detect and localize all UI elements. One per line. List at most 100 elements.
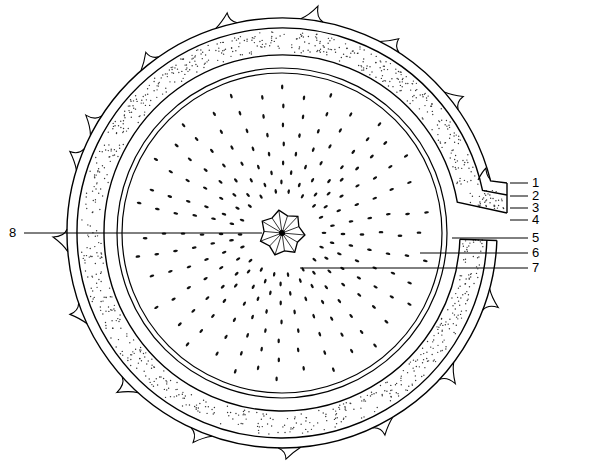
- stipple-dot: [478, 204, 479, 205]
- radial-dash: [234, 271, 239, 276]
- stipple-dot: [343, 403, 344, 404]
- stipple-dot: [366, 65, 367, 66]
- stipple-dot: [114, 154, 115, 155]
- stipple-dot: [451, 297, 452, 298]
- stipple-dot: [184, 397, 185, 398]
- stipple-dot: [465, 261, 466, 262]
- stipple-dot: [303, 36, 304, 37]
- stipple-dot: [169, 69, 170, 70]
- stipple-dot: [269, 45, 270, 46]
- radial-dash: [320, 299, 324, 304]
- stipple-dot: [138, 116, 139, 117]
- stipple-dot: [222, 42, 223, 43]
- stipple-dot: [202, 52, 203, 53]
- stipple-dot: [220, 423, 221, 424]
- stipple-dot: [350, 403, 351, 404]
- stipple-dot: [157, 384, 158, 385]
- stipple-dot: [272, 419, 273, 420]
- stipple-dot: [240, 36, 241, 37]
- stipple-dot: [480, 250, 481, 251]
- stipple-dot: [159, 82, 160, 83]
- stipple-dot: [279, 35, 280, 36]
- stipple-dot: [478, 256, 479, 257]
- radial-dash: [316, 129, 320, 134]
- stipple-dot: [381, 394, 382, 395]
- radial-dash: [407, 302, 412, 306]
- stipple-dot: [156, 89, 157, 90]
- stipple-dot: [473, 241, 474, 242]
- stipple-dot: [445, 142, 446, 143]
- radial-dash: [211, 217, 216, 220]
- stipple-dot: [432, 341, 433, 342]
- radial-dash: [233, 178, 238, 183]
- stipple-dot: [149, 378, 150, 379]
- stipple-dot: [412, 83, 413, 84]
- stipple-dot: [86, 255, 87, 256]
- stipple-dot: [455, 155, 456, 156]
- stipple-dot: [388, 85, 389, 86]
- stipple-dot: [94, 177, 95, 178]
- radial-dash: [245, 128, 249, 133]
- stipple-dot: [244, 409, 245, 410]
- stipple-dot: [271, 425, 272, 426]
- stipple-dot: [309, 422, 310, 423]
- stipple-dot: [130, 365, 131, 366]
- radial-dash: [339, 194, 344, 199]
- stipple-dot: [324, 429, 325, 430]
- stipple-dot: [105, 297, 106, 298]
- stipple-dot: [474, 175, 475, 176]
- stipple-dot: [230, 56, 231, 57]
- radial-dash: [328, 144, 332, 149]
- stipple-dot: [111, 320, 112, 321]
- radial-dash: [143, 237, 148, 240]
- stipple-dot: [234, 37, 235, 38]
- radial-dash: [311, 147, 315, 152]
- stipple-dot: [453, 135, 454, 136]
- stipple-dot: [334, 426, 335, 427]
- radial-dash: [301, 114, 304, 119]
- stipple-dot: [204, 63, 205, 64]
- stipple-dot: [153, 381, 154, 382]
- stipple-dot: [487, 193, 488, 194]
- stipple-dot: [316, 37, 317, 38]
- stipple-dot: [195, 64, 196, 65]
- stipple-dot: [400, 74, 401, 75]
- radial-dash: [371, 305, 376, 310]
- stipple-dot: [232, 51, 233, 52]
- stipple-dot: [390, 396, 391, 397]
- radial-dash: [283, 142, 285, 147]
- stipple-dot: [92, 301, 93, 302]
- stipple-dot: [166, 389, 167, 390]
- radial-dash: [186, 285, 191, 290]
- stipple-dot: [239, 42, 240, 43]
- stipple-dot: [301, 413, 302, 414]
- stipple-dot: [456, 325, 457, 326]
- stipple-dot: [382, 75, 383, 76]
- stipple-dot: [211, 409, 212, 410]
- stipple-dot: [352, 50, 353, 51]
- stipple-dot: [371, 392, 372, 393]
- stipple-dot: [185, 404, 186, 405]
- stipple-dot: [105, 322, 106, 323]
- fibre-spike: [191, 428, 212, 443]
- radial-dash: [185, 178, 190, 182]
- stipple-dot: [361, 400, 362, 401]
- stipple-dot: [329, 49, 330, 50]
- stipple-dot: [420, 94, 421, 95]
- stipple-dot: [417, 359, 418, 360]
- stipple-dot: [141, 99, 142, 100]
- stipple-dot: [456, 316, 457, 317]
- stipple-dot: [318, 410, 319, 411]
- stipple-dot: [449, 319, 450, 320]
- radial-dash: [337, 298, 342, 303]
- stipple-dot: [381, 78, 382, 79]
- stipple-dot: [483, 197, 484, 198]
- stipple-dot: [480, 241, 481, 242]
- radial-dash: [287, 189, 290, 194]
- radial-dash: [261, 95, 264, 100]
- stipple-dot: [400, 378, 401, 379]
- stipple-dot: [357, 53, 358, 54]
- stipple-dot: [323, 412, 324, 413]
- stipple-dot: [390, 385, 391, 386]
- stipple-dot: [230, 412, 231, 413]
